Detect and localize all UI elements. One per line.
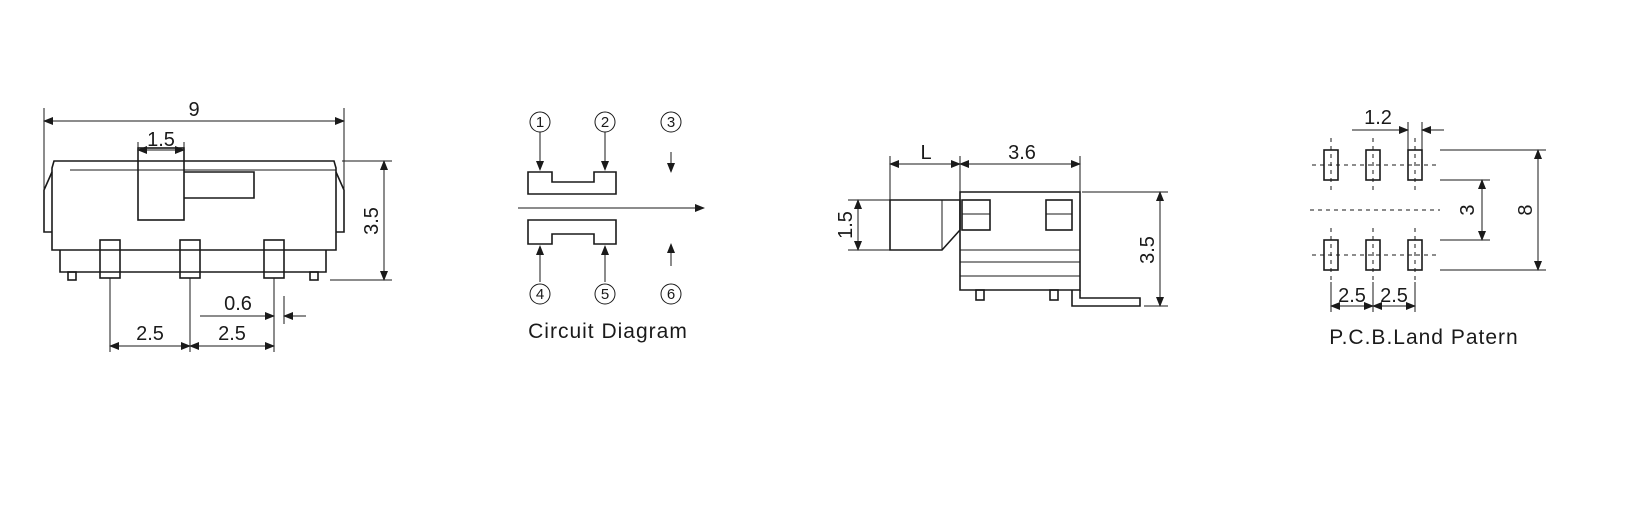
front-right-cap: [335, 171, 345, 233]
dim-pcb-pitch-left: 2.5: [1338, 285, 1366, 307]
dim-total-8: 8: [1515, 204, 1537, 215]
side-view: L 3.6 1.5 3.5: [835, 142, 1168, 307]
circuit-diagram: 1 2 3 4 5 6 Circuit Diagram: [518, 111, 705, 343]
front-left-cap: [43, 171, 53, 233]
circuit-caption: Circuit Diagram: [528, 320, 688, 343]
pcb-caption: P.C.B.Land Patern: [1329, 326, 1518, 349]
side-lever: [889, 199, 961, 251]
pcb-land-pattern: 1.2 3 8 2.5 2.5 P.C.B.Land Patern: [1310, 107, 1546, 349]
contact-top: [527, 171, 617, 195]
dim-height-3-5: 3.5: [361, 207, 383, 235]
slider-slot: [184, 171, 255, 199]
pin-label-4: 4: [536, 286, 544, 303]
dim-width-9: 9: [188, 99, 199, 121]
dim-side-height-3-5: 3.5: [1137, 236, 1159, 264]
side-window-right: [1045, 199, 1073, 231]
side-window-left: [961, 199, 991, 231]
pin-label-6: 6: [667, 286, 675, 303]
dim-pitch-left: 2.5: [136, 323, 164, 345]
side-housing: [959, 191, 1081, 291]
front-view: 9 1.5 3.5 0.6 2.5 2.5: [43, 99, 392, 352]
dim-pad-1-2: 1.2: [1364, 107, 1392, 129]
dim-depth-3-6: 3.6: [1008, 142, 1036, 164]
front-foot-right: [309, 271, 319, 281]
contact-bottom: [527, 219, 617, 245]
pin-label-5: 5: [601, 286, 609, 303]
dim-pcb-pitch-right: 2.5: [1380, 285, 1408, 307]
slider-knob: [137, 147, 185, 221]
front-body-outline: [51, 160, 337, 251]
front-base: [59, 250, 327, 273]
dim-row-3: 3: [1457, 204, 1479, 215]
pin-label-1: 1: [536, 114, 544, 131]
pin-label-2: 2: [601, 114, 609, 131]
side-terminal: [1071, 290, 1141, 307]
dim-pitch-right: 2.5: [218, 323, 246, 345]
dim-lever-1-5: 1.5: [835, 211, 857, 239]
dim-lever-L: L: [920, 142, 931, 164]
dim-knob-1-5: 1.5: [147, 129, 175, 151]
pin-label-3: 3: [667, 114, 675, 131]
dim-pin-0-6: 0.6: [224, 293, 252, 315]
front-foot-left: [67, 271, 77, 281]
